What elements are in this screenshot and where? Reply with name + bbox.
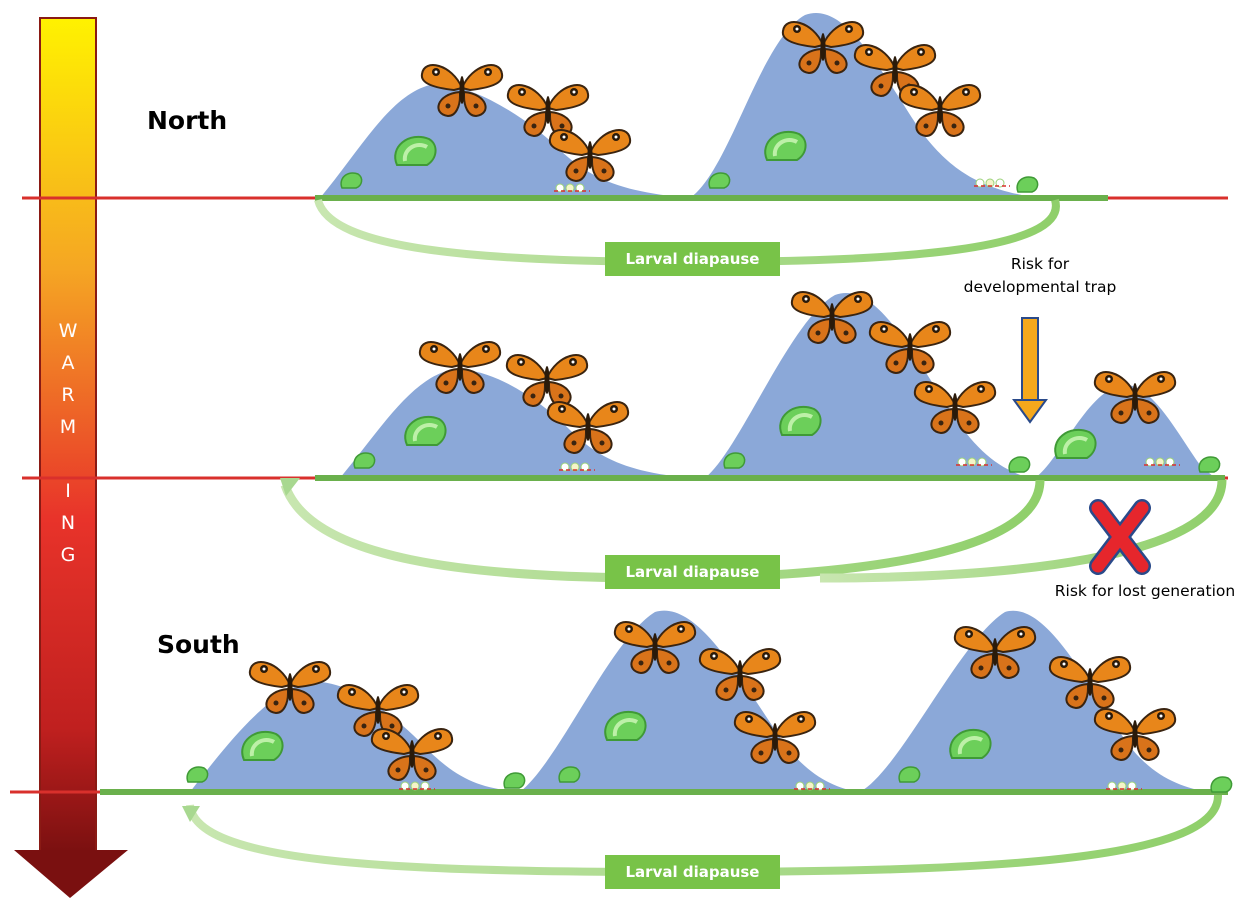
- warming-letter: A: [61, 352, 75, 374]
- north-row: [22, 12, 1228, 267]
- generation-curve-1: [320, 84, 690, 198]
- warming-letter: W: [58, 320, 78, 342]
- south-label: South: [157, 630, 240, 659]
- warming-letter: G: [60, 544, 76, 566]
- caterpillar-icon: [1210, 776, 1233, 793]
- developmental-trap-line1: Risk for: [1010, 255, 1070, 273]
- diapause-loop-middle-b: [819, 479, 1227, 583]
- warming-letter: R: [61, 384, 75, 406]
- generation-curve-1: [340, 369, 690, 478]
- middle-row: [22, 291, 1228, 583]
- caterpillar-icon: [1016, 176, 1039, 193]
- south-row: [10, 610, 1233, 877]
- larval-diapause-label: Larval diapause: [605, 242, 780, 276]
- developmental-trap-note: Risk for developmental trap: [960, 253, 1120, 299]
- down-arrow-icon: [1012, 317, 1048, 424]
- caterpillar-icon: [1198, 456, 1221, 473]
- caterpillar-icon: [1008, 456, 1031, 473]
- warming-arrow: [14, 17, 128, 898]
- lost-generation-note: Risk for lost generation: [1054, 582, 1236, 600]
- cross-icon: [1089, 499, 1151, 575]
- warming-letter: N: [60, 512, 76, 534]
- developmental-trap-line2: developmental trap: [963, 278, 1117, 296]
- north-label: North: [147, 106, 228, 135]
- caterpillar-icon: [503, 772, 526, 789]
- caterpillar-icon: [186, 766, 209, 783]
- egg-cluster-icon: [973, 178, 1011, 188]
- larval-diapause-label: Larval diapause: [605, 855, 780, 889]
- warming-letter: M: [59, 416, 77, 438]
- warming-letter: I: [65, 480, 71, 502]
- larval-diapause-label: Larval diapause: [605, 555, 780, 589]
- caterpillar-icon: [1053, 427, 1098, 460]
- generation-curve-2: [690, 12, 1040, 199]
- generation-curve-3: [1035, 384, 1215, 478]
- caterpillar-icon: [353, 452, 376, 469]
